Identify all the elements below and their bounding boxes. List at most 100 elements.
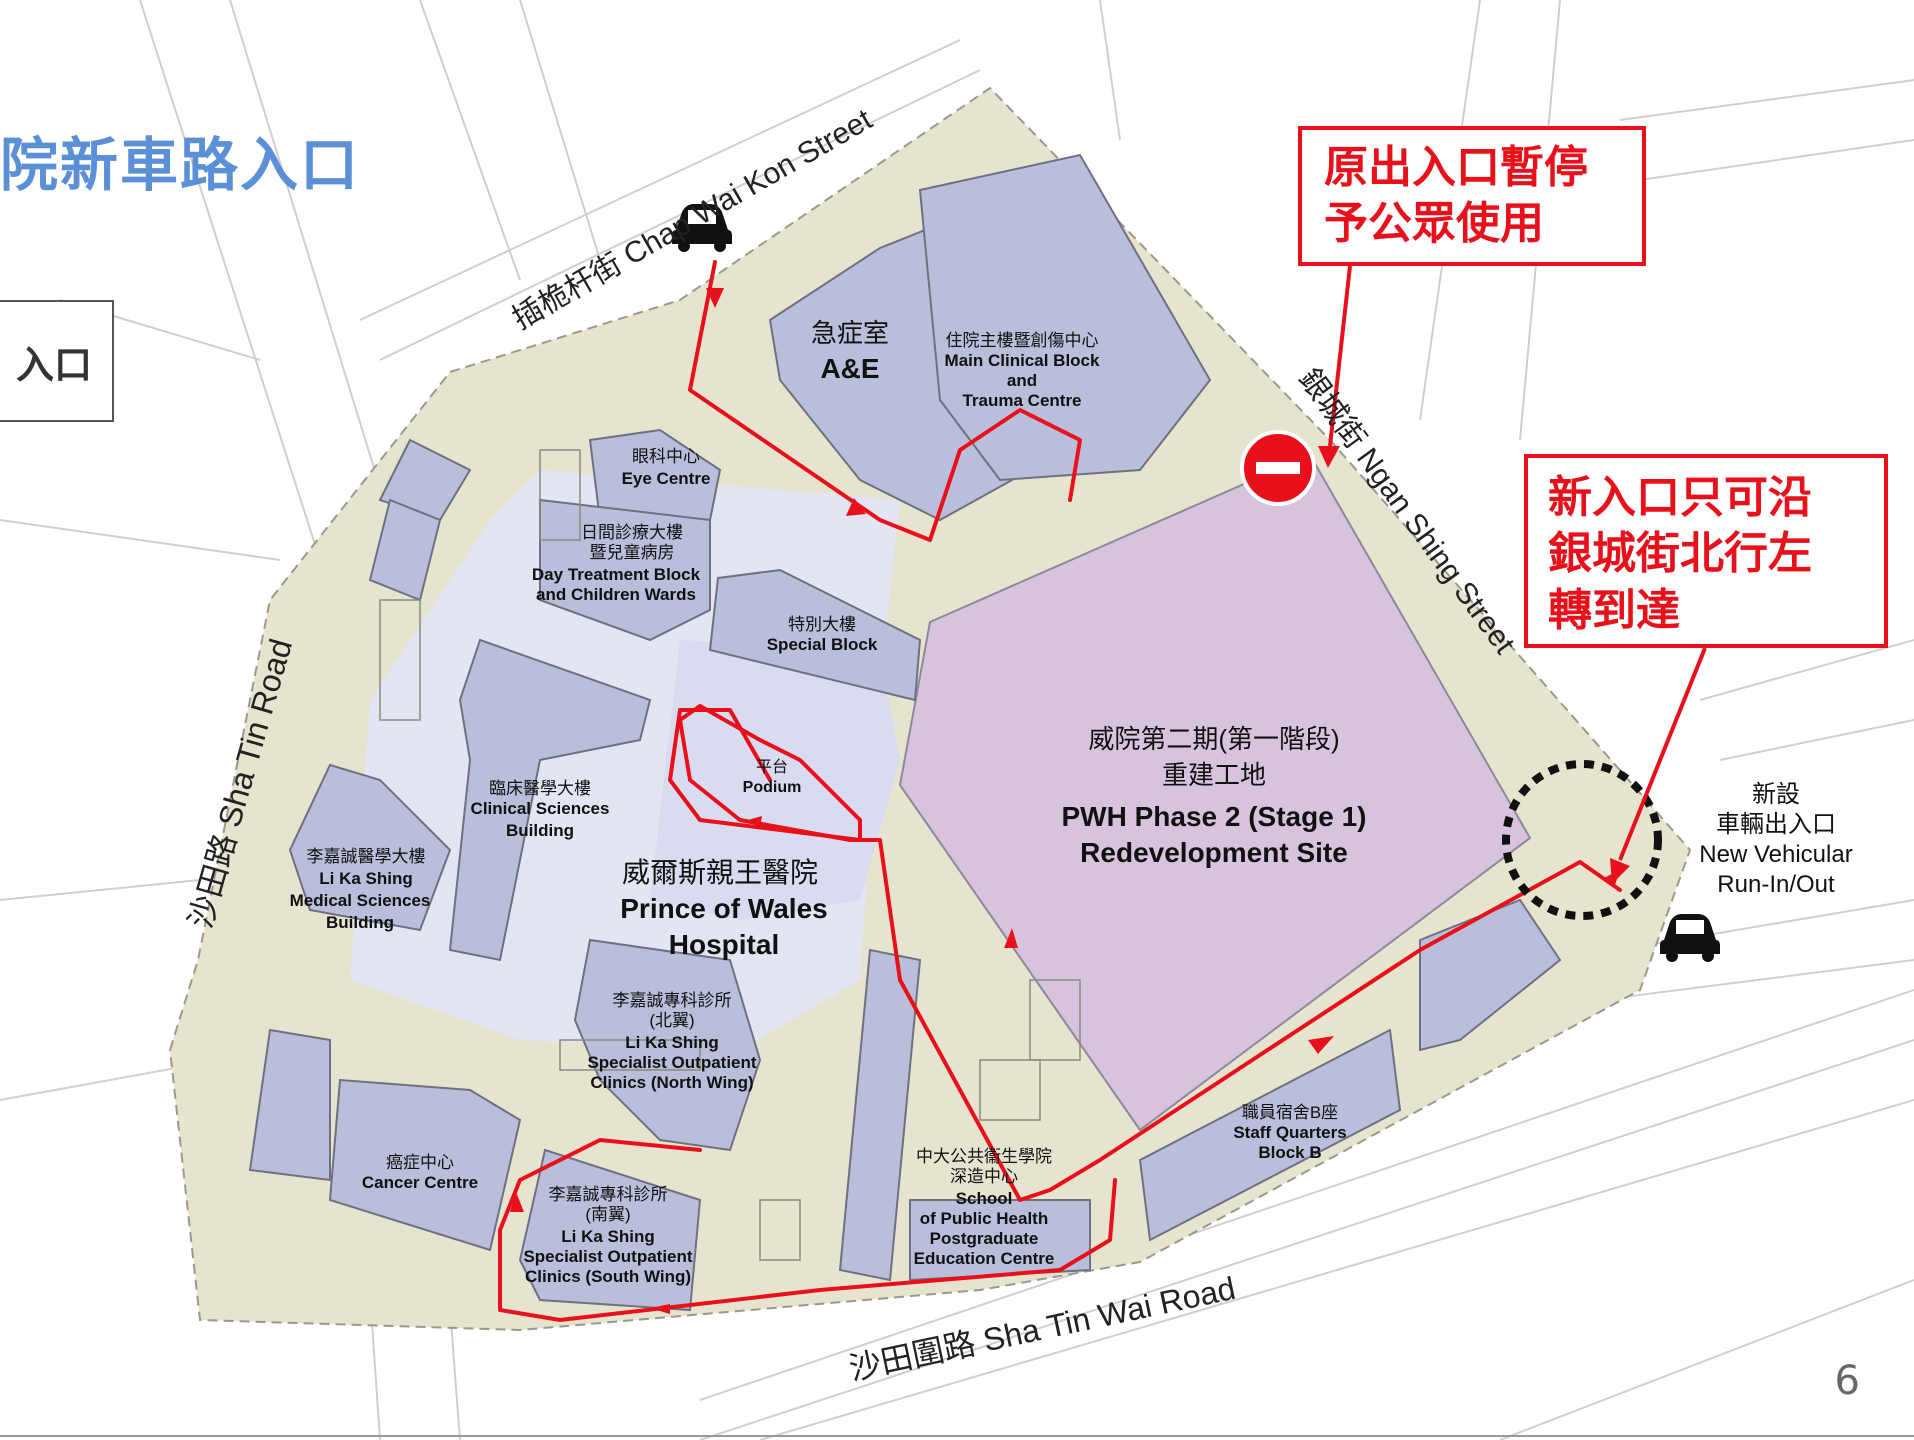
label-lks-south-zh-2: (南翼): [585, 1205, 630, 1224]
label-public-health-zh-2: 深造中心: [950, 1167, 1018, 1186]
label-phase2-zh-1: 威院第二期(第一階段): [1088, 724, 1339, 754]
building-labels: 急症室 A&E 住院主樓暨創傷中心 Main Clinical Block an…: [290, 318, 1853, 1286]
car-icon: [672, 204, 732, 252]
callout-closed-line-1: 原出入口暫停: [1324, 142, 1588, 193]
label-pwh-en-1: Prince of Wales: [620, 893, 827, 924]
label-podium-zh: 平台: [756, 758, 788, 776]
route-old-entrance: [688, 260, 1082, 542]
label-public-health-en-4: Education Centre: [914, 1249, 1055, 1268]
label-lks-south-en-2: Specialist Outpatient: [523, 1247, 692, 1266]
label-podium-en: Podium: [743, 779, 802, 796]
label-main-clinical-en-3: Trauma Centre: [962, 391, 1081, 410]
label-new-vehicular-en-2: Run-In/Out: [1717, 871, 1835, 898]
building-public-health: [909, 1199, 1091, 1282]
callout-new-line-3: 轉到達: [1548, 584, 1680, 636]
arrow-up: [1004, 928, 1018, 948]
label-public-health-zh-1: 中大公共衞生學院: [916, 1147, 1052, 1166]
label-public-health-en-2: of Public Health: [920, 1209, 1048, 1228]
callout-new-entrance: 新入口只可沿 銀城街北行左 轉到達: [1524, 454, 1888, 648]
arrow-up-2: [510, 1192, 524, 1212]
label-day-treatment-zh-2: 暨兒童病房: [590, 543, 675, 562]
label-day-treatment-en-1: Day Treatment Block: [532, 565, 701, 584]
building-clinical-sciences: [448, 638, 652, 962]
page-number: 6: [1834, 1358, 1860, 1404]
label-phase2-zh-2: 重建工地: [1162, 760, 1266, 790]
label-cancer-zh: 癌症中心: [386, 1153, 454, 1172]
arrow-down-2: [846, 498, 866, 516]
building-main-clinical: [918, 153, 1212, 482]
entrance-legend-box: 入口: [0, 300, 114, 422]
label-eye-en: Eye Centre: [622, 469, 711, 488]
label-lks-north-zh-2: (北翼): [649, 1011, 694, 1030]
label-lks-north-en-3: Clinics (North Wing): [590, 1073, 753, 1092]
building-staff-b: [1138, 1028, 1402, 1242]
label-lks-north-en-1: Li Ka Shing: [625, 1033, 719, 1052]
arrow-down: [706, 288, 724, 308]
label-day-treatment-zh-1: 日間診療大樓: [581, 523, 683, 542]
callout-closed-pointer: [1328, 265, 1352, 447]
arrow-left-3: [650, 1304, 670, 1314]
building-lks-south: [518, 1148, 702, 1312]
route-internal-loop: [498, 1138, 1117, 1322]
label-lks-south-zh-1: 李嘉誠專科診所: [549, 1185, 668, 1204]
callout-closed-entrance: 原出入口暫停 予公眾使用: [1298, 126, 1646, 266]
label-main-clinical-en-1: Main Clinical Block: [945, 351, 1100, 370]
buildings: [248, 153, 1562, 1312]
route-podium-loop: [668, 708, 862, 842]
label-special-en: Special Block: [767, 635, 878, 654]
label-lks-medical-en-1: Li Ka Shing: [319, 869, 413, 888]
parking-areas: [379, 449, 1081, 1261]
label-pwh-zh: 威爾斯親王醫院: [622, 857, 818, 888]
label-lks-medical-en-2: Medical Sciences: [290, 891, 431, 910]
label-lks-south-en-3: Clinics (South Wing): [525, 1267, 691, 1286]
label-public-health-en-1: School: [956, 1189, 1013, 1208]
label-cancer-en: Cancer Centre: [362, 1173, 478, 1192]
callout-closed-line-2: 予公眾使用: [1324, 198, 1544, 250]
label-clinical-sciences-en-2: Building: [506, 821, 574, 840]
route-arrows: [510, 288, 1620, 1314]
label-clinical-sciences-en-1: Clinical Sciences: [471, 799, 610, 818]
label-staff-quarters-zh: 職員宿舍B座: [1242, 1103, 1338, 1122]
label-new-vehicular-en-1: New Vehicular: [1699, 841, 1852, 868]
label-main-clinical-zh: 住院主樓暨創傷中心: [946, 331, 1099, 350]
label-phase2-en-1: PWH Phase 2 (Stage 1): [1062, 801, 1367, 832]
label-lks-north-en-2: Specialist Outpatient: [587, 1053, 756, 1072]
new-entrance-marker: [1502, 760, 1662, 920]
building-staff-annex: [1419, 898, 1562, 1052]
car-icon: [1660, 914, 1720, 962]
label-main-clinical-en-2: and: [1007, 371, 1037, 390]
callout-new-pointer: [1618, 647, 1707, 861]
building-cancer: [328, 1078, 522, 1252]
label-new-vehicular-zh-1: 新設: [1752, 781, 1800, 808]
label-ae-en: A&E: [820, 353, 879, 384]
label-ae-zh: 急症室: [811, 318, 889, 348]
label-lks-south-en-1: Li Ka Shing: [561, 1227, 655, 1246]
label-staff-quarters-en-1: Staff Quarters: [1233, 1123, 1346, 1142]
label-lks-medical-en-3: Building: [326, 913, 394, 932]
no-entry-icon: [1240, 430, 1316, 506]
building-cancer-wing: [248, 1028, 331, 1182]
label-lks-medical-zh: 李嘉誠醫學大樓: [307, 847, 426, 866]
building-lks-north: [573, 938, 762, 1152]
callout-new-line-2: 銀城街北行左: [1548, 528, 1812, 580]
label-lks-north-zh-1: 李嘉誠專科診所: [613, 991, 732, 1010]
arrow-left-2: [748, 816, 762, 828]
label-pwh-en-2: Hospital: [669, 929, 779, 960]
label-day-treatment-en-2: and Children Wards: [536, 585, 696, 604]
vehicle-route: [498, 260, 1622, 1322]
building-lks-medical: [288, 763, 452, 932]
label-eye-zh: 眼科中心: [632, 447, 700, 466]
label-public-health-en-3: Postgraduate: [930, 1229, 1039, 1248]
label-staff-quarters-en-2: Block B: [1258, 1143, 1321, 1162]
page-title: 院新車路入口: [0, 131, 361, 199]
label-new-vehicular-zh-2: 車輛出入口: [1716, 811, 1836, 838]
label-special-zh: 特別大樓: [788, 615, 856, 634]
callout-new-line-1: 新入口只可沿: [1548, 472, 1812, 523]
arrow-left: [1308, 1036, 1334, 1054]
building-long-block: [838, 948, 922, 1282]
building-day-treatment: [539, 498, 711, 642]
building-special: [708, 568, 922, 702]
label-clinical-sciences-zh: 臨床醫學大樓: [489, 779, 591, 798]
label-phase2-en-2: Redevelopment Site: [1080, 837, 1348, 868]
